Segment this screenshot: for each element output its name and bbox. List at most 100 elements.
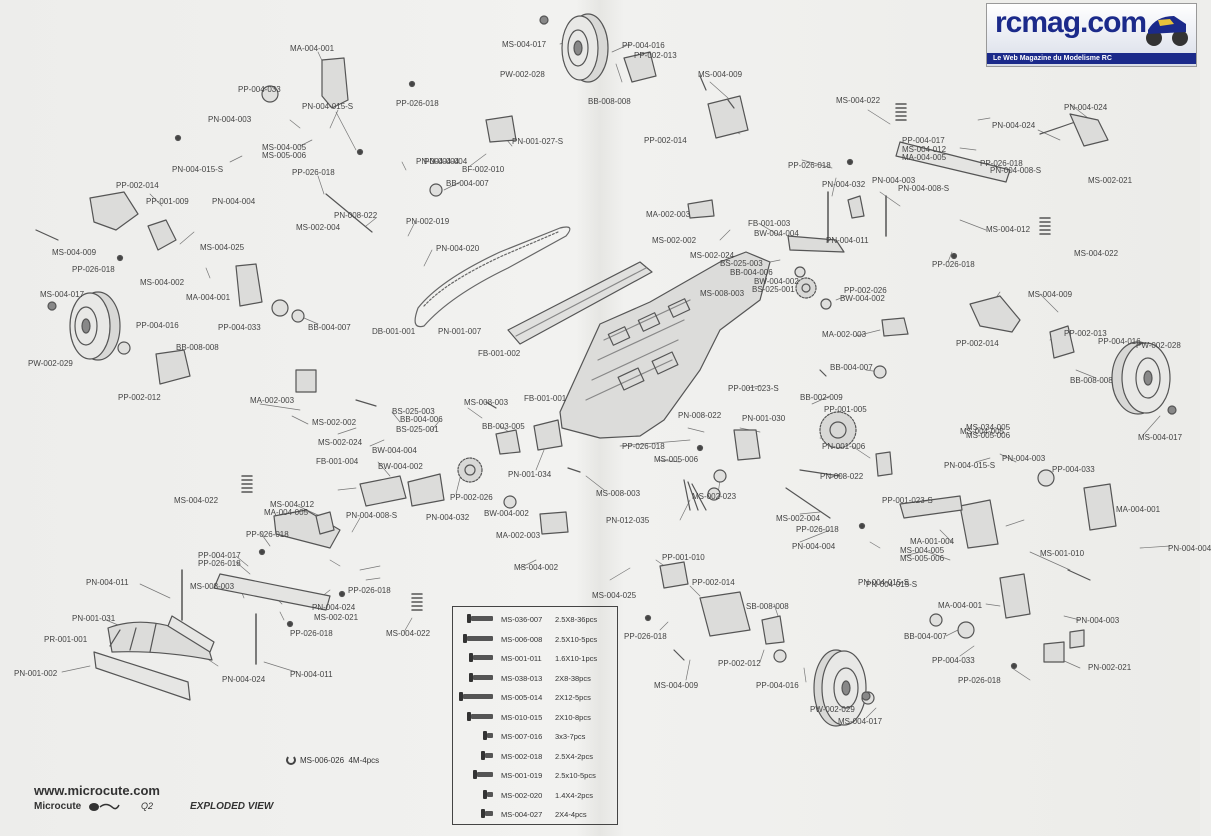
part-label: MS-002-004 — [296, 223, 341, 232]
brand-name: Microcute — [34, 801, 82, 812]
website-url: www.microcute.com — [34, 783, 160, 798]
screw-head-icon — [481, 750, 485, 760]
legend-code: MS-010-015 — [501, 712, 543, 722]
part-label: MA-004-001 — [186, 293, 231, 302]
part-label: DB-001-001 — [372, 327, 416, 336]
part-label: PP-002-012 — [118, 393, 161, 402]
part-label: BB-004-007 — [830, 363, 873, 372]
suspension-parts — [89, 51, 1117, 663]
part-label: PN-004-024 — [992, 121, 1036, 130]
part-label: PN-004-008-S — [990, 166, 1042, 175]
part-label: PP-002-026 — [844, 286, 887, 295]
part-label: PN-004-020 — [436, 244, 480, 253]
part-label: PN-002-019 — [406, 217, 450, 226]
drive-belt — [414, 226, 571, 328]
part-label: MA-002-003 — [496, 531, 541, 540]
part-label: FB-001-003 — [748, 219, 791, 228]
part-label: MA-002-003 — [822, 330, 867, 339]
screw-icon — [487, 733, 493, 738]
part-label: BW-004-002 — [378, 462, 423, 471]
part-label: BF-002-010 — [462, 165, 505, 174]
part-label: BB-004-006 — [730, 268, 773, 277]
part-label: MS-002-023 — [692, 492, 737, 501]
part-label: BB-008-008 — [1070, 376, 1113, 385]
part-label: BB-004-007 — [904, 632, 947, 641]
screw-head-icon — [469, 672, 473, 682]
screw-head-icon — [483, 731, 487, 740]
part-label: MS-004-009 — [654, 681, 699, 690]
screw-icon — [487, 791, 493, 797]
screw-head-icon — [467, 614, 471, 623]
part-label: PN-004-004 — [792, 542, 836, 551]
part-label: PN-004-004 — [416, 157, 460, 166]
part-label: PW-002-029 — [28, 359, 73, 368]
legend-code: MS-001-011 — [501, 654, 542, 663]
part-label: MA-002-003 — [646, 210, 691, 219]
part-label: PP-002-012 — [718, 659, 761, 668]
legend-spec: 3x3-7pcs — [555, 732, 586, 741]
part-label: PP-002-014 — [956, 339, 999, 348]
part-label: PN-004-015-S — [866, 580, 918, 589]
part-label: PW-002-029 — [810, 705, 855, 714]
part-label: BB-003-005 — [482, 422, 525, 431]
legend-code: MS-002-018 — [501, 751, 543, 761]
part-label: MS-005-006 — [262, 151, 307, 160]
part-label: MS-004-025 — [200, 243, 245, 252]
part-label: PN-004-008-S — [346, 511, 398, 520]
part-label: FB-001-002 — [478, 349, 521, 358]
legend-row: MS-007-016 3x3-7pcs — [453, 728, 619, 746]
part-label: MS-004-022 — [1074, 249, 1119, 258]
part-label: PN-004-003 — [872, 176, 916, 185]
legend-code: MS-006-008 — [501, 634, 543, 644]
rcmag-logo: rcmag.com Le Web Magazine du Modelisme R… — [986, 3, 1197, 67]
part-label: PN-004-003 — [1002, 454, 1046, 463]
part-label: PP-002-014 — [116, 181, 159, 190]
part-label: PN-004-015-S — [944, 461, 996, 470]
part-label: MS-002-024 — [690, 251, 735, 260]
part-label: PP-002-014 — [644, 136, 687, 145]
part-label: MA-004-001 — [1116, 505, 1161, 514]
legend-spec: 2.5X8-36pcs — [555, 615, 598, 624]
part-label: PP-002-014 — [692, 578, 735, 587]
part-label: MS-002-004 — [776, 514, 821, 523]
legend-code: MS-001-019 — [501, 771, 543, 780]
part-label: BS-025-003 — [392, 407, 435, 416]
part-label: MS-004-012 — [902, 145, 947, 154]
part-label: PN-004-003 — [1076, 616, 1120, 625]
part-label: BW-004-002 — [484, 509, 529, 518]
part-label: PW-002-028 — [1136, 341, 1181, 350]
part-label: BB-004-007 — [308, 323, 351, 332]
screw-head-icon — [483, 789, 487, 799]
part-label: PN-001-006 — [822, 442, 866, 451]
wheel-rear-right — [1111, 341, 1171, 415]
part-label: MS-002-002 — [652, 236, 697, 245]
nut-icon — [286, 755, 296, 765]
wheel-front-bottom — [813, 649, 867, 727]
part-label: PP-026-018 — [72, 265, 115, 274]
legend-spec: 2X4-4pcs — [555, 810, 587, 819]
part-label: PW-002-028 — [500, 70, 545, 79]
wheel-rear-top — [561, 13, 609, 83]
part-label: MS-005-006 — [900, 554, 945, 563]
part-label: PN-001-002 — [14, 669, 58, 678]
part-label: MS-008-003 — [464, 398, 509, 407]
part-label: PN-008-022 — [820, 472, 864, 481]
rc-car-icon — [1146, 16, 1188, 46]
screw-head-icon — [481, 809, 485, 818]
legend-code: MS-007-016 — [501, 732, 543, 741]
part-label: BB-004-007 — [446, 179, 489, 188]
part-label: SB-008-008 — [746, 602, 789, 611]
part-label: PP-004-016 — [1098, 337, 1141, 346]
part-label: MS-004-005 — [262, 143, 307, 152]
part-label: PP-004-016 — [756, 681, 799, 690]
legend-spec: 2X12-5pcs — [555, 693, 591, 702]
part-label: BS-025-003 — [720, 259, 763, 268]
screws-and-pins — [35, 15, 1177, 701]
link-plates — [213, 113, 1109, 611]
